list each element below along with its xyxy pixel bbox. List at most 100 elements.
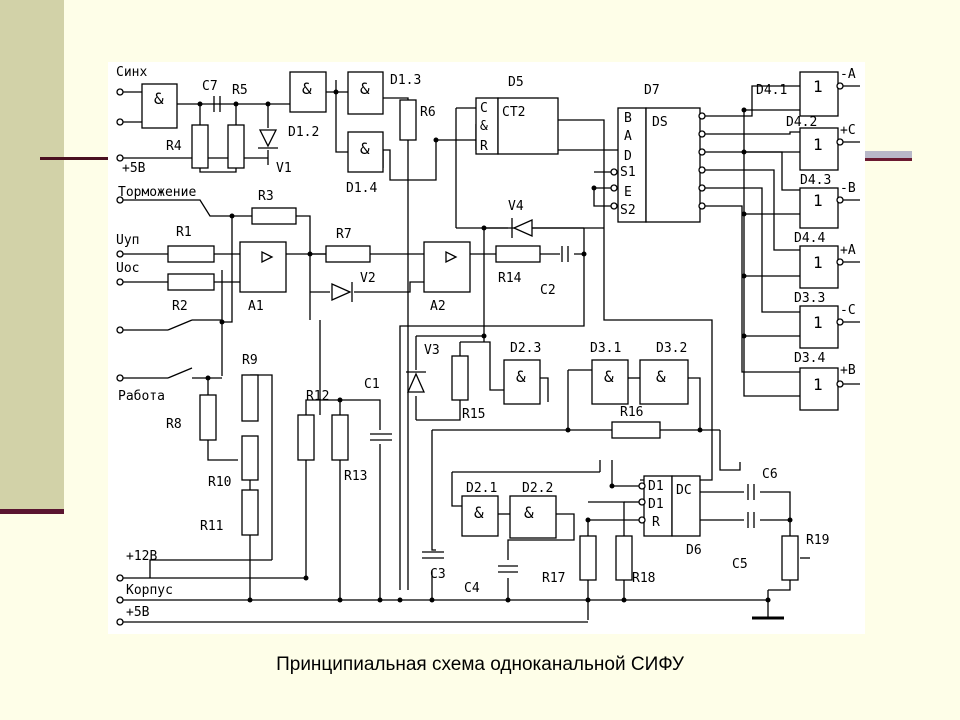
ic-d7-label: DS <box>652 115 668 130</box>
diodes <box>258 129 533 393</box>
resistor-r9 <box>241 374 259 422</box>
left-decor-bar <box>0 0 64 512</box>
svg-text:D4.2: D4.2 <box>786 115 817 130</box>
logic-blocks: & & & & C & R CT2 B A D S1 E S2 DS 1 1 1… <box>141 71 844 539</box>
svg-text:D4.3: D4.3 <box>800 173 831 188</box>
switches <box>167 319 193 379</box>
svg-text:&: & <box>656 367 666 386</box>
resistor-r2 <box>167 273 215 291</box>
resistor-r15 <box>451 355 469 401</box>
label-p5v-bot: +5В <box>126 605 150 620</box>
gate-d34 <box>799 367 839 411</box>
svg-text:D: D <box>624 149 632 164</box>
svg-text:R: R <box>480 139 488 154</box>
svg-text:1: 1 <box>813 135 823 154</box>
svg-text:S2: S2 <box>620 203 636 218</box>
svg-text:C1: C1 <box>364 377 380 392</box>
svg-text:R3: R3 <box>258 189 274 204</box>
schematic-svg: & & & & C & R CT2 B A D S1 E S2 DS 1 1 1… <box>116 65 860 626</box>
ic-d6-pins <box>643 475 673 537</box>
left-rule <box>40 157 110 160</box>
svg-text:&: & <box>604 367 614 386</box>
svg-text:1: 1 <box>813 77 823 96</box>
gate-d13-sym: & <box>360 79 370 98</box>
resistor-r6 <box>399 99 417 141</box>
svg-text:D5: D5 <box>508 75 524 90</box>
gate-d22 <box>509 495 557 539</box>
gate-d21 <box>461 495 499 537</box>
svg-text:D2.1: D2.1 <box>466 481 497 496</box>
gate-d33 <box>799 305 839 349</box>
svg-text:R19: R19 <box>806 533 829 548</box>
gate-d42 <box>799 127 839 171</box>
ic-d5-label: CT2 <box>502 105 525 120</box>
labels: Синх +5В Торможение Uуп Uос Работа +12В … <box>116 65 856 620</box>
resistor-r13 <box>331 414 349 461</box>
resistor-r16 <box>611 421 661 439</box>
ic-d7-pins <box>617 107 647 223</box>
svg-text:D4.1: D4.1 <box>756 83 787 98</box>
capacitors <box>213 96 755 573</box>
resistor-r12 <box>297 414 315 461</box>
resistor-r10 <box>241 435 259 481</box>
output-plus-c: +C <box>840 123 856 138</box>
svg-text:V3: V3 <box>424 343 440 358</box>
svg-text:R13: R13 <box>344 469 367 484</box>
svg-text:D3.3: D3.3 <box>794 291 825 306</box>
resistor-r11 <box>241 489 259 536</box>
output-plus-b: +B <box>840 363 856 378</box>
gate-d43 <box>799 187 839 229</box>
svg-text:D1.4: D1.4 <box>346 181 377 196</box>
gate-d41 <box>799 71 839 117</box>
gate-d13 <box>347 71 384 115</box>
svg-text:&: & <box>516 367 526 386</box>
svg-text:R9: R9 <box>242 353 258 368</box>
junctions <box>197 89 793 603</box>
left-decor-accent <box>0 509 64 514</box>
svg-text:C5: C5 <box>732 557 748 572</box>
svg-text:R18: R18 <box>632 571 655 586</box>
svg-text:R6: R6 <box>420 105 436 120</box>
label-tormozhenie: Торможение <box>118 185 196 200</box>
slide-caption: Принципиальная схема одноканальной СИФУ <box>276 654 684 675</box>
svg-text:E: E <box>624 185 632 200</box>
svg-text:D7: D7 <box>644 83 660 98</box>
label-p5v-top: +5В <box>122 161 146 176</box>
ic-d5 <box>497 97 559 155</box>
svg-text:R1: R1 <box>176 225 192 240</box>
ic-d7 <box>645 107 701 223</box>
svg-text:B: B <box>624 111 632 126</box>
svg-text:D2.2: D2.2 <box>522 481 553 496</box>
svg-text:D4.4: D4.4 <box>794 231 825 246</box>
svg-text:D3.1: D3.1 <box>590 341 621 356</box>
resistor-r4 <box>191 124 209 169</box>
resistor-r8 <box>199 394 217 441</box>
label-u-up: Uуп <box>116 233 139 248</box>
svg-text:V4: V4 <box>508 199 524 214</box>
resistor-r19 <box>781 535 799 581</box>
svg-text:D3.4: D3.4 <box>794 351 825 366</box>
right-rule <box>864 151 912 159</box>
svg-text:D1.2: D1.2 <box>288 125 319 140</box>
svg-text:C7: C7 <box>202 79 218 94</box>
svg-text:R17: R17 <box>542 571 565 586</box>
svg-text:&: & <box>480 119 488 134</box>
svg-text:D2.3: D2.3 <box>510 341 541 356</box>
gate-d12-sym: & <box>302 79 312 98</box>
svg-text:A1: A1 <box>248 299 264 314</box>
svg-text:A: A <box>624 129 632 144</box>
svg-text:C2: C2 <box>540 283 556 298</box>
gate-d31 <box>591 359 629 405</box>
svg-text:D1: D1 <box>648 497 664 512</box>
svg-text:R10: R10 <box>208 475 231 490</box>
svg-text:C4: C4 <box>464 581 480 596</box>
resistor-r7 <box>325 245 371 263</box>
output-minus-a: -A <box>840 67 856 82</box>
svg-text:R5: R5 <box>232 83 248 98</box>
resistor-r5 <box>227 124 245 169</box>
gate-d32 <box>639 359 689 405</box>
opamp-a1 <box>239 241 287 293</box>
input-terminals <box>116 88 124 626</box>
right-rule-accent <box>864 158 912 161</box>
svg-text:1: 1 <box>813 313 823 332</box>
